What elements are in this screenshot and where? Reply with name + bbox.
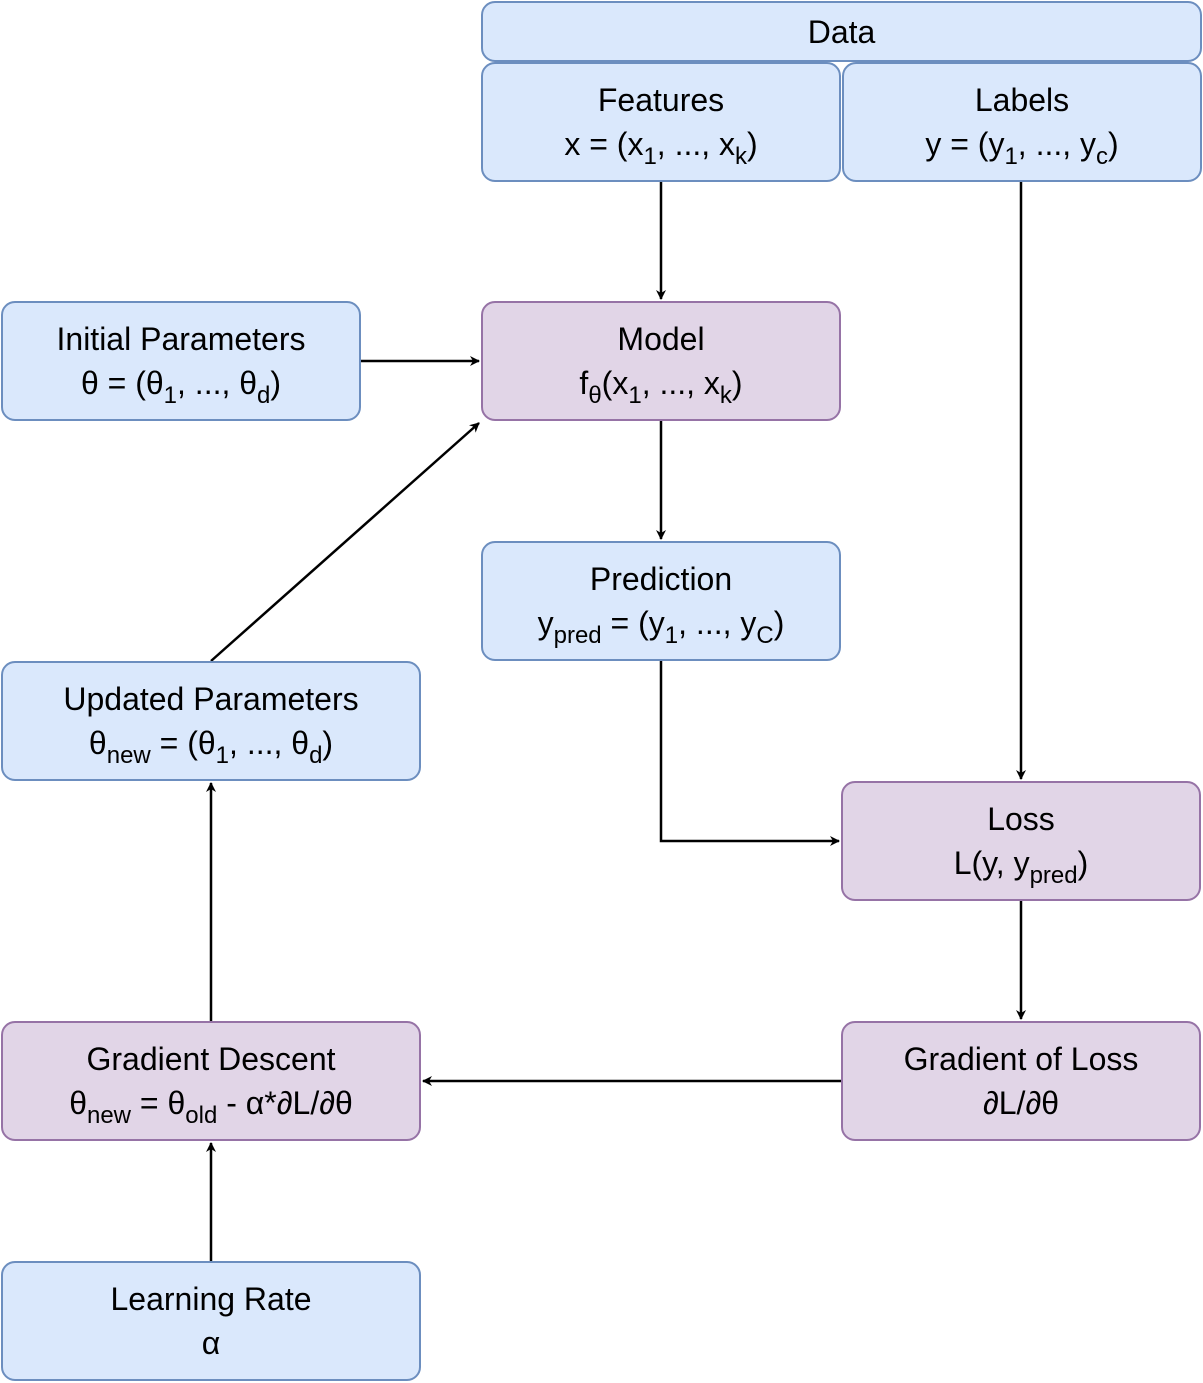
text-segment: y = (y — [925, 126, 1005, 162]
text-segment: θ = (θ — [80, 365, 164, 401]
text-segment: y — [537, 605, 554, 641]
node-formula: L(y, ypred) — [953, 841, 1089, 888]
text-segment: , ..., x — [641, 365, 720, 401]
text-segment: , ..., θ — [229, 725, 310, 761]
node-title: Loss — [987, 797, 1055, 841]
text-segment: Prediction — [589, 561, 733, 597]
subscript: 1 — [643, 143, 657, 170]
text-segment: f — [579, 365, 589, 401]
node-formula: ypred = (y1, ..., yC) — [537, 601, 785, 648]
subscript: 1 — [215, 742, 230, 769]
features-node: Features x = (x1, ..., xk) — [481, 62, 841, 182]
text-segment: ) — [322, 725, 334, 761]
text-segment: Initial Parameters — [56, 321, 306, 357]
text-segment: Learning Rate — [110, 1281, 312, 1317]
node-title: Gradient of Loss — [904, 1037, 1139, 1081]
node-title: Prediction — [590, 557, 732, 601]
text-segment: , ..., y — [678, 605, 757, 641]
text-segment: ) — [1108, 126, 1119, 162]
node-title: Features — [598, 78, 724, 122]
text-segment: θ — [88, 725, 107, 761]
subscript: old — [185, 1102, 218, 1129]
subscript: k — [735, 143, 748, 170]
subscript: 1 — [163, 382, 178, 409]
text-segment: = θ — [131, 1085, 186, 1121]
node-formula: α — [202, 1321, 221, 1365]
node-formula: y = (y1, ..., yc) — [925, 122, 1119, 169]
text-segment: Features — [597, 82, 725, 118]
text-segment: ) — [270, 365, 282, 401]
text-segment: Model — [617, 321, 705, 357]
node-title: Data — [808, 10, 876, 54]
initial-parameters-node: Initial Parameters θ = (θ1, ..., θd) — [1, 301, 361, 421]
subscript: θ — [588, 382, 602, 409]
text-segment: Gradient Descent — [86, 1041, 336, 1077]
node-formula: x = (x1, ..., xk) — [564, 122, 758, 169]
text-segment: ) — [731, 365, 743, 401]
node-formula: θ = (θ1, ..., θd) — [80, 361, 282, 408]
text-segment: ) — [747, 126, 758, 162]
node-title: Model — [617, 317, 704, 361]
text-segment: Gradient of Loss — [903, 1041, 1139, 1077]
arrow-updated-parameters-to-model — [210, 422, 480, 662]
subscript: k — [719, 382, 732, 409]
text-segment: ∂L/∂θ — [982, 1085, 1060, 1121]
text-segment: L(y, y — [953, 845, 1030, 881]
subscript: c — [1096, 143, 1109, 170]
learning-rate-node: Learning Rate α — [1, 1261, 421, 1381]
node-title: Learning Rate — [110, 1277, 311, 1321]
node-formula: fθ(x1, ..., xk) — [579, 361, 743, 408]
node-formula: ∂L/∂θ — [983, 1081, 1059, 1125]
node-formula: θnew = (θ1, ..., θd) — [88, 721, 334, 768]
text-segment: x = (x — [564, 126, 644, 162]
node-title: Initial Parameters — [57, 317, 306, 361]
node-title: Labels — [975, 78, 1069, 122]
text-segment: Loss — [987, 801, 1055, 837]
subscript: 1 — [664, 622, 679, 649]
subscript: new — [106, 742, 151, 769]
gradient-of-loss-node: Gradient of Loss ∂L/∂θ — [841, 1021, 1201, 1141]
prediction-node: Prediction ypred = (y1, ..., yC) — [481, 541, 841, 661]
subscript: new — [86, 1102, 132, 1129]
node-title: Updated Parameters — [63, 677, 358, 721]
subscript: C — [756, 622, 774, 649]
text-segment: = (θ — [150, 725, 216, 761]
node-formula: θnew = θold - α*∂L/∂θ — [69, 1081, 353, 1128]
updated-parameters-node: Updated Parameters θnew = (θ1, ..., θd) — [1, 661, 421, 781]
text-segment: , ..., θ — [177, 365, 258, 401]
text-segment: Data — [807, 13, 876, 50]
text-segment: - α*∂L/∂θ — [217, 1085, 353, 1121]
subscript: d — [257, 382, 271, 409]
text-segment: ) — [773, 605, 785, 641]
text-segment: α — [201, 1325, 221, 1361]
subscript: pred — [553, 622, 602, 649]
labels-node: Labels y = (y1, ..., yc) — [842, 62, 1202, 182]
text-segment: , ..., y — [1017, 126, 1097, 162]
text-segment: (x — [601, 365, 629, 401]
text-segment: ) — [1077, 845, 1089, 881]
text-segment: Updated Parameters — [63, 681, 359, 717]
node-title: Gradient Descent — [86, 1037, 335, 1081]
text-segment: θ — [69, 1085, 87, 1121]
text-segment: Labels — [974, 82, 1070, 118]
text-segment: = (y — [601, 605, 665, 641]
text-segment: , ..., x — [656, 126, 736, 162]
subscript: 1 — [1004, 143, 1018, 170]
subscript: d — [309, 742, 323, 769]
data-node: Data — [481, 1, 1202, 62]
subscript: pred — [1029, 862, 1078, 889]
gradient-descent-node: Gradient Descent θnew = θold - α*∂L/∂θ — [1, 1021, 421, 1141]
arrow-prediction-to-loss — [659, 661, 840, 846]
subscript: 1 — [628, 382, 642, 409]
